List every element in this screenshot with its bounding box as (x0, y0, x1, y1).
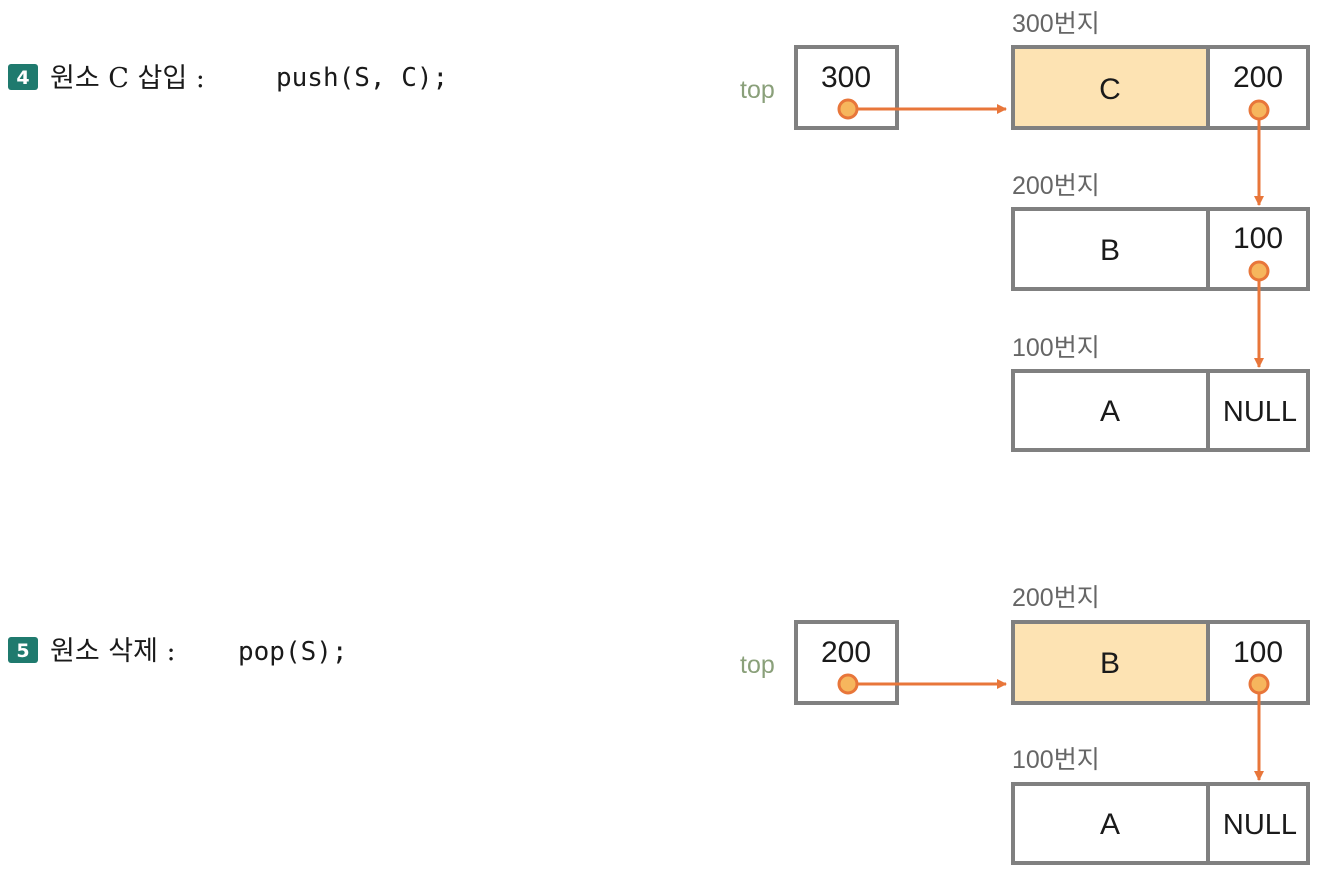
node-link: NULL (1223, 809, 1297, 841)
link-dot (1248, 673, 1270, 695)
link-dot (1248, 260, 1270, 282)
step-code: push(S, C); (276, 63, 448, 93)
node-data-field (1011, 782, 1210, 865)
step-5: 5 원소 삭제 : pop(S); top 200 200번지 B 100 10… (8, 584, 1310, 865)
node-data: B (1100, 647, 1120, 680)
step-badge-4 (8, 64, 38, 90)
node-data-field (1011, 620, 1210, 705)
node-link: 100 (1233, 636, 1283, 669)
step-badge-5 (8, 637, 38, 663)
node-address: 100번지 (1012, 334, 1100, 362)
node-data-field (1011, 45, 1210, 130)
step-4: 4 원소 C 삽입 : push(S, C); top 300 300번지 C … (8, 10, 1310, 452)
node-address: 200번지 (1012, 584, 1100, 612)
node-link-field (1206, 369, 1310, 452)
step-badge-number: 5 (16, 640, 29, 662)
step-badge-number: 4 (16, 67, 29, 89)
node-link: NULL (1223, 396, 1297, 428)
top-label: top (740, 651, 775, 679)
node-address: 100번지 (1012, 746, 1100, 774)
pointer-dot (837, 673, 859, 695)
node-link-field (1206, 782, 1310, 865)
node-address: 300번지 (1012, 10, 1100, 38)
node-data: A (1100, 808, 1120, 841)
node-address: 200번지 (1012, 172, 1100, 200)
step-code: pop(S); (238, 637, 348, 667)
top-pointer-value: 200 (821, 636, 871, 669)
step-title: 원소 C 삽입 : (50, 63, 205, 94)
top-pointer-value: 300 (821, 61, 871, 94)
node-data: B (1100, 234, 1120, 267)
node-data: C (1099, 73, 1121, 106)
top-pointer-box (794, 620, 899, 705)
node-link: 100 (1233, 222, 1283, 255)
step-title: 원소 삭제 : (50, 636, 176, 667)
link-dot (1248, 99, 1270, 121)
pointer-dot (837, 98, 859, 120)
top-pointer-box (794, 45, 899, 130)
node-data: A (1100, 395, 1120, 428)
node-data-field (1011, 369, 1210, 452)
top-label: top (740, 76, 775, 104)
node-link: 200 (1233, 61, 1283, 94)
